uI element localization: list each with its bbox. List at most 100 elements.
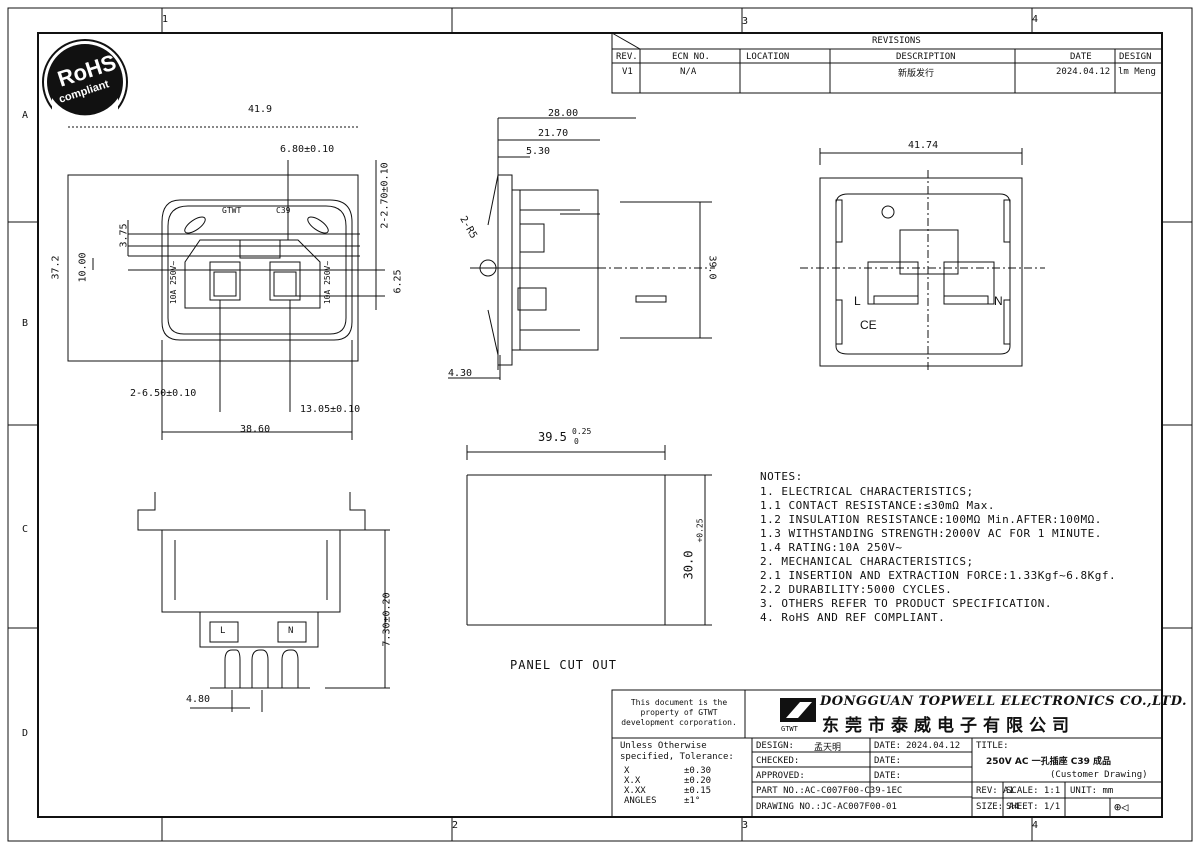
note-line: 1.2 INSULATION RESISTANCE:100MΩ Min.AFTE… — [760, 513, 1102, 526]
design-date-label: DATE: — [874, 741, 902, 751]
note-line: 2.2 DURABILITY:5000 CYCLES. — [760, 583, 953, 596]
grid-label-left-c: C — [22, 524, 29, 535]
dim-39-5-tol-hi: 0.25 — [572, 427, 592, 436]
dim-4-80: 4.80 — [186, 694, 211, 705]
grid-label-left-d: D — [22, 728, 29, 739]
bottom-mark-l: L — [220, 626, 226, 636]
dim-28-00: 28.00 — [548, 108, 579, 119]
rear-label-n: N — [994, 294, 1003, 308]
dim-41-9: 41.9 — [248, 104, 273, 115]
note-line: 2. MECHANICAL CHARACTERISTICS; — [760, 555, 974, 568]
grid-label-bottom-4: 4 — [1032, 820, 1039, 831]
design-date-value: 2024.04.12 — [906, 741, 961, 751]
dim-39-5: 39.5 — [538, 430, 567, 444]
size-value: SIZE: A4 — [976, 802, 1020, 812]
customer-drawing-label: (Customer Drawing) — [1050, 770, 1148, 780]
dim-30-0: 30.0 — [681, 550, 696, 580]
dim-39-5-tol-lo: 0 — [574, 437, 579, 446]
rev-header-ecn: ECN NO. — [672, 52, 710, 62]
approved-date-label: DATE: — [874, 771, 902, 781]
bottom-mark-n: N — [288, 626, 294, 636]
grid-label-top-3: 3 — [742, 16, 749, 27]
dim-6-50: 2-6.50±0.10 — [130, 388, 197, 399]
dim-6-80: 6.80±0.10 — [280, 144, 335, 155]
revisions-title: REVISIONS — [872, 36, 921, 46]
rev-row-rev: V1 — [622, 67, 633, 77]
tolerance-value: ±0.15 — [684, 786, 712, 796]
note-line: 4. RoHS AND REF COMPLIANT. — [760, 611, 946, 624]
front-model-mark: C39 — [276, 206, 291, 215]
note-line: 1. ELECTRICAL CHARACTERISTICS; — [760, 485, 974, 498]
title-value: 250V AC 一孔插座 C39 成品 — [986, 757, 1111, 767]
grid-label-bottom-3: 3 — [742, 820, 749, 831]
grid-label-left-a: A — [22, 110, 29, 121]
rear-ce-mark: CE — [860, 318, 877, 332]
tolerance-key: ANGLES — [624, 796, 657, 806]
scale-value: SCALE: 1:1 — [1006, 786, 1061, 796]
checked-date-label: DATE: — [874, 756, 902, 766]
note-line: 1.3 WITHSTANDING STRENGTH:2000V AC FOR 1… — [760, 527, 1102, 540]
design-value: 孟天明 — [814, 743, 842, 753]
rev-header-location: LOCATION — [746, 52, 790, 62]
sheet-value: SHEET: 1/1 — [1006, 802, 1061, 812]
unit-value: UNIT: mm — [1070, 786, 1114, 796]
grid-label-left-b: B — [22, 318, 29, 329]
title-label: TITLE: — [976, 741, 1009, 751]
dim-4-30: 4.30 — [448, 368, 473, 379]
part-number: PART NO.:AC-C007F00-C39-1EC — [756, 786, 903, 796]
dim-41-74: 41.74 — [908, 140, 939, 151]
note-line: 3. OTHERS REFER TO PRODUCT SPECIFICATION… — [760, 597, 1053, 610]
dim-30-0-tol: +0.25 — [695, 518, 705, 543]
rev-header-description: DESCRIPTION — [896, 52, 956, 62]
rev-row-design: lm Meng — [1118, 67, 1156, 77]
company-name-cn: 东莞市泰威电子有限公司 — [822, 716, 1075, 736]
company-logo-mark — [780, 698, 816, 722]
tolerance-key: X — [624, 766, 630, 776]
dim-21-70: 21.70 — [538, 128, 569, 139]
rev-value: REV: A1 — [976, 786, 1014, 796]
front-rating-right: 10A 250V~ — [323, 260, 333, 305]
dim-38-60: 38.60 — [240, 424, 271, 435]
company-name-en: DONGGUAN TOPWELL ELECTRONICS CO.,LTD. — [820, 694, 1188, 709]
tolerance-value: ±0.30 — [684, 766, 712, 776]
drawing-number: DRAWING NO.:JC-AC007F00-01 — [756, 802, 897, 812]
note-line: 1.1 CONTACT RESISTANCE:≤30mΩ Max. — [760, 499, 996, 512]
tolerance-value: ±0.20 — [684, 776, 712, 786]
dim-2-70: 2-2.70±0.10 — [379, 162, 391, 229]
dim-7-30: 7.30±0.20 — [381, 592, 393, 647]
dim-3-75: 3.75 — [118, 223, 130, 248]
dim-5-30: 5.30 — [526, 146, 551, 157]
rear-label-l: L — [854, 294, 861, 308]
note-line: 2.1 INSERTION AND EXTRACTION FORCE:1.33K… — [760, 569, 1117, 582]
rev-row-description: 新版发行 — [898, 69, 935, 79]
dim-37-2: 37.2 — [50, 255, 62, 280]
note-line: 1.4 RATING:10A 250V~ — [760, 541, 903, 554]
rev-header-date: DATE — [1070, 52, 1092, 62]
grid-label-top-1: 1 — [162, 14, 169, 25]
dim-6-25: 6.25 — [392, 269, 404, 294]
design-label: DESIGN: — [756, 741, 794, 751]
logo-sub-text: GTWT — [781, 725, 798, 733]
checked-label: CHECKED: — [756, 756, 800, 766]
tolerance-title: Unless Otherwise specified, Tolerance: — [620, 741, 734, 762]
approved-label: APPROVED: — [756, 771, 805, 781]
rev-header-rev: REV. — [616, 52, 638, 62]
rohs-badge — [42, 39, 128, 127]
grid-label-top-4: 4 — [1032, 14, 1039, 25]
rev-row-ecn: N/A — [680, 67, 697, 77]
dim-10-00: 10.00 — [77, 252, 89, 283]
tolerance-key: X.XX — [624, 786, 646, 796]
tolerance-value: ±1° — [684, 796, 701, 806]
panel-cut-out-label: PANEL CUT OUT — [510, 658, 617, 672]
tolerance-key: X.X — [624, 776, 641, 786]
projection-symbol-icon: ⊕◁ — [1114, 800, 1129, 814]
rev-row-date: 2024.04.12 — [1056, 67, 1111, 77]
rev-header-design: DESIGN — [1119, 52, 1152, 62]
dim-39-0: 39.0 — [706, 255, 718, 280]
dim-13-05: 13.05±0.10 — [300, 404, 361, 415]
front-brand-mark: GTWT — [222, 206, 242, 215]
notes-title: NOTES: — [760, 470, 803, 483]
grid-label-bottom-2: 2 — [452, 820, 459, 831]
front-rating-left: 10A 250V~ — [169, 260, 179, 305]
